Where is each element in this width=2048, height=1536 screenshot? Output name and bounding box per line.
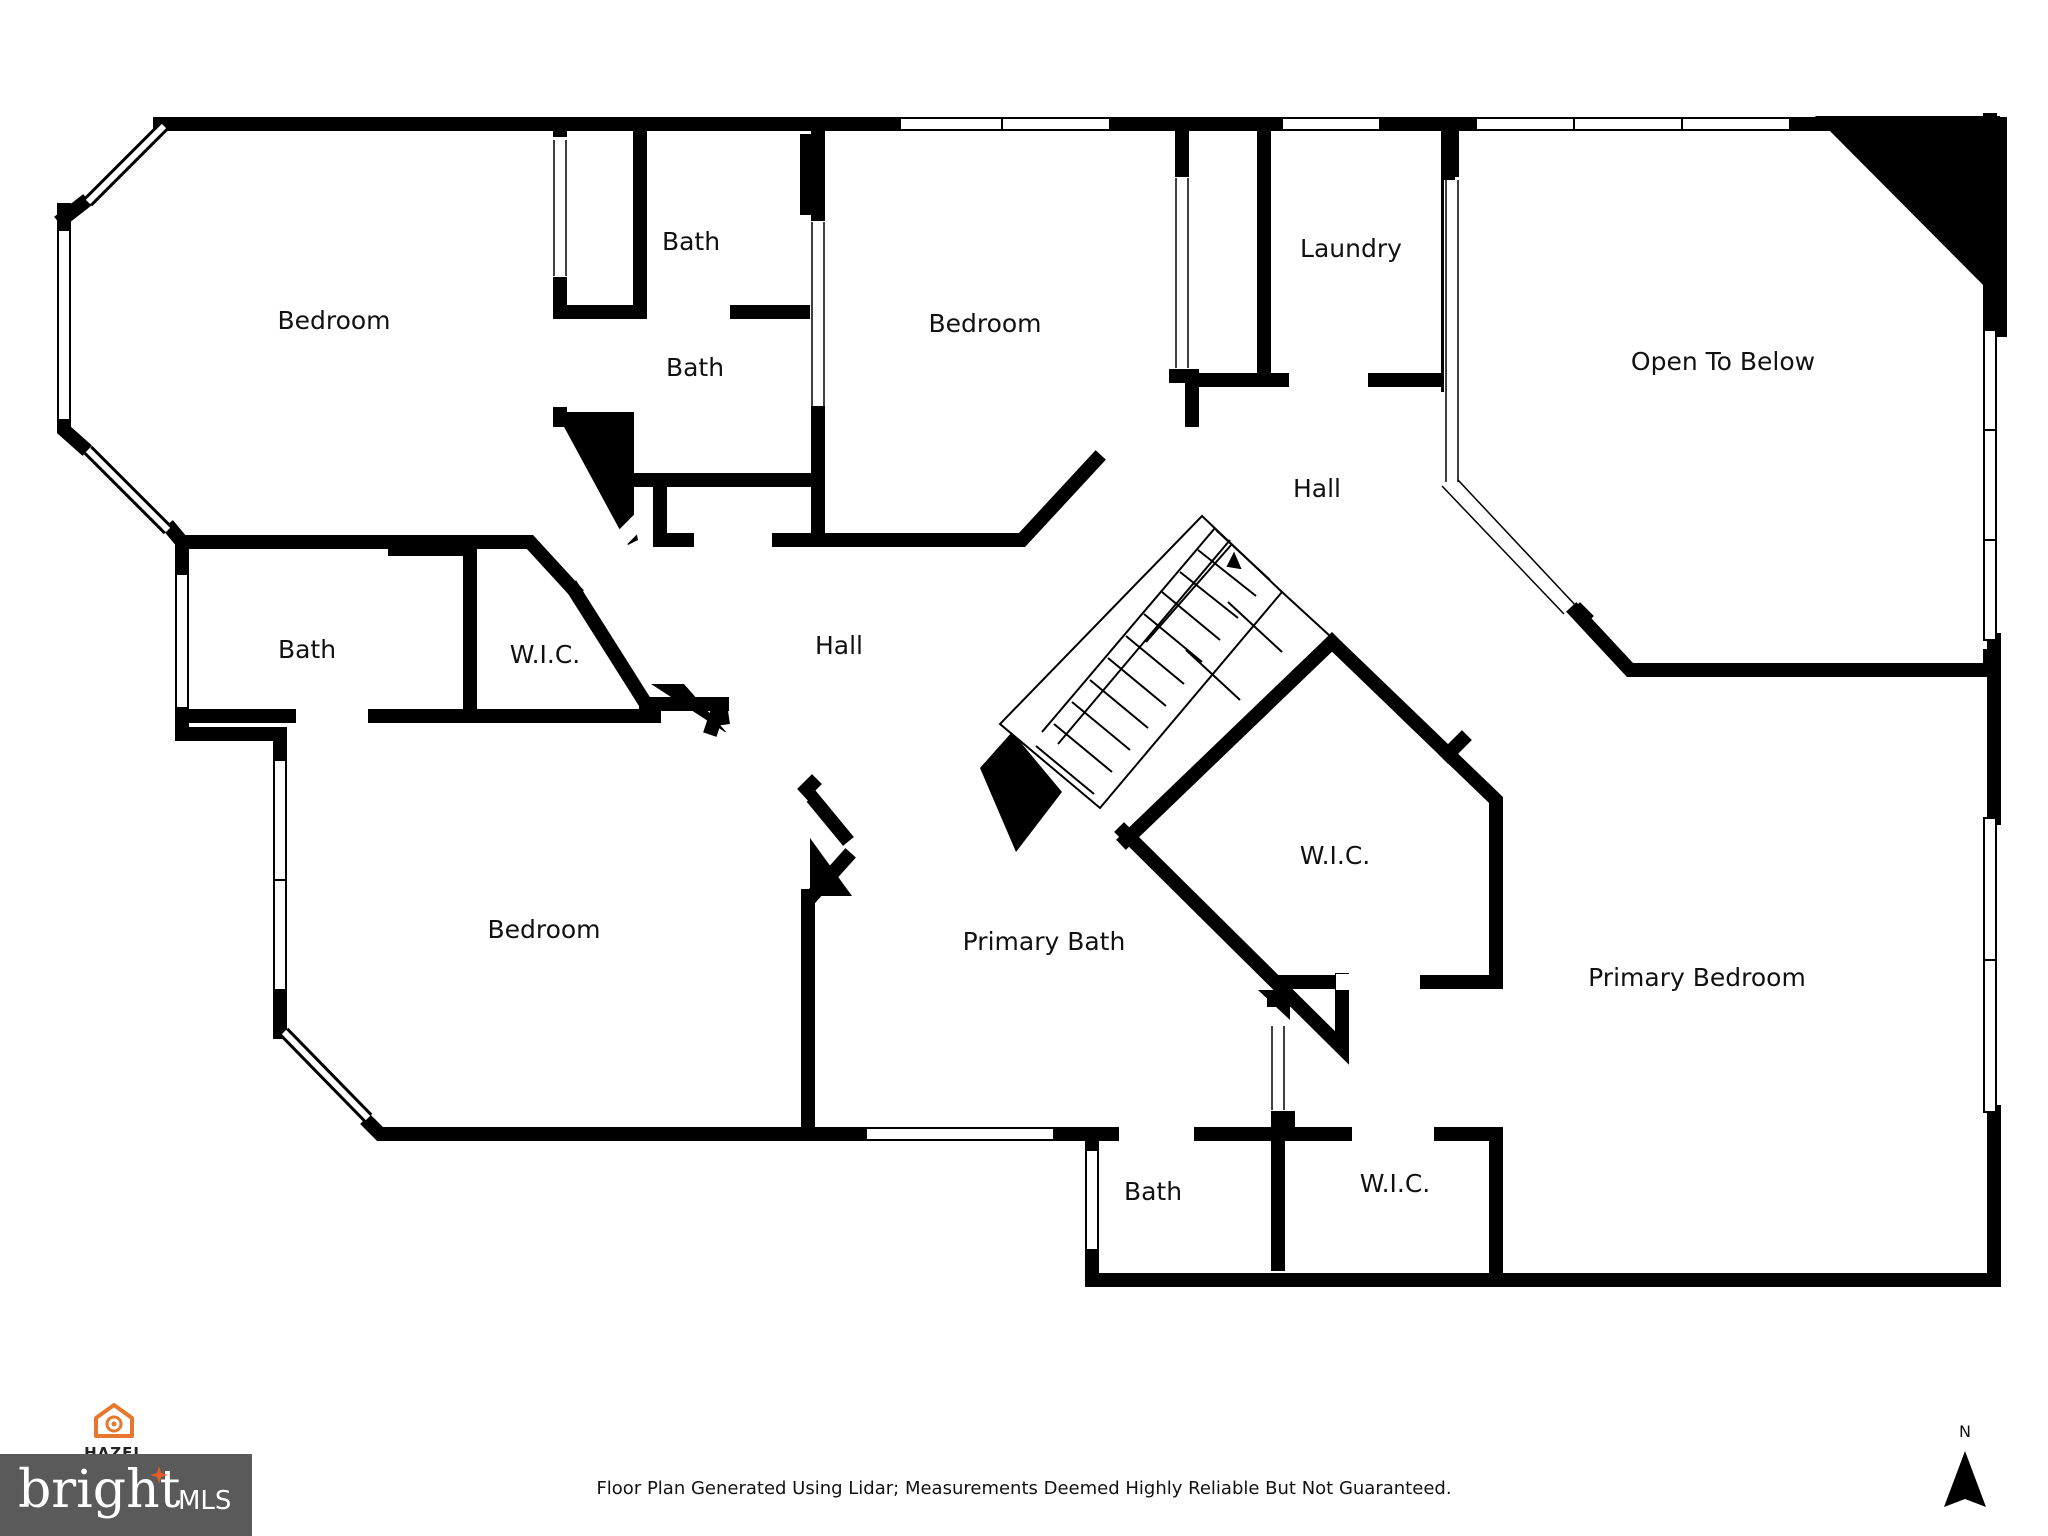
walls	[54, 113, 2007, 1287]
room-label-bath-middle: Bath	[666, 353, 724, 382]
room-label-wic-west: W.I.C.	[510, 640, 581, 669]
bright-mls-text: MLS	[178, 1486, 232, 1516]
room-label-laundry: Laundry	[1300, 234, 1402, 263]
north-arrow-icon	[1944, 1451, 1986, 1507]
door-openings	[296, 140, 1580, 1142]
room-label-wic-south: W.I.C.	[1360, 1169, 1431, 1198]
door-opening-edges	[553, 140, 1579, 1110]
room-labels: Bedroom Bath Bath Bedroom Laundry Open T…	[277, 227, 1815, 1206]
north-label: N	[1959, 1422, 1971, 1441]
room-label-bedroom-north: Bedroom	[928, 309, 1041, 338]
disclaimer-text: Floor Plan Generated Using Lidar; Measur…	[596, 1478, 1452, 1499]
bright-mls-logo: bright MLS	[0, 1454, 252, 1536]
windows	[57, 117, 1997, 1251]
room-label-primary-bedroom: Primary Bedroom	[1588, 963, 1806, 992]
room-label-hall-upper: Hall	[1293, 474, 1341, 503]
diagonal-window-panes	[85, 123, 371, 1121]
hazel-house-logo-icon	[94, 1403, 134, 1438]
floor-plan: Bedroom Bath Bath Bedroom Laundry Open T…	[54, 113, 2007, 1287]
room-label-wic-primary: W.I.C.	[1300, 841, 1371, 870]
room-label-primary-bath: Primary Bath	[963, 927, 1126, 956]
bright-sparkle-icon	[150, 1466, 168, 1484]
room-label-bedroom-sw: Bedroom	[487, 915, 600, 944]
room-label-bedroom-nw: Bedroom	[277, 306, 390, 335]
room-label-open-to-below: Open To Below	[1631, 347, 1815, 376]
room-label-bath-south: Bath	[1124, 1177, 1182, 1206]
room-label-bath-west: Bath	[278, 635, 336, 664]
diagonal-windows	[83, 121, 373, 1123]
north-indicator: N	[1940, 1422, 1990, 1525]
hazel-logo: HAZEL	[74, 1402, 154, 1462]
room-label-hall-center: Hall	[815, 631, 863, 660]
staircase	[998, 514, 1331, 810]
bright-logo-text: bright	[18, 1460, 181, 1520]
room-label-bath-upper: Bath	[662, 227, 720, 256]
